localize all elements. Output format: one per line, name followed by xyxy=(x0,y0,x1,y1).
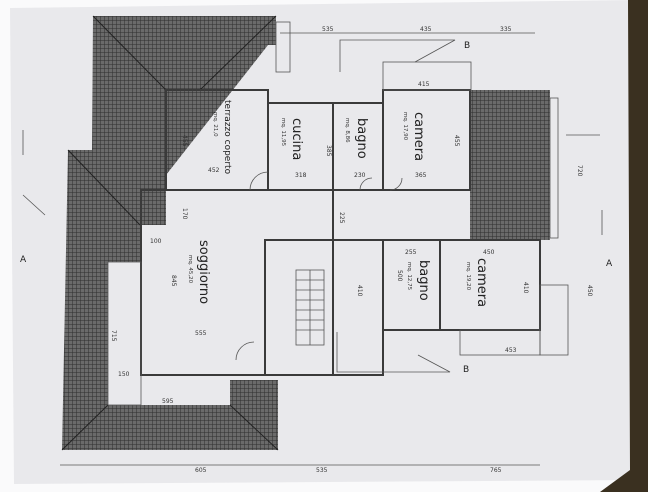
dim-label: 230 xyxy=(354,172,366,179)
inner-dimensions: 455 452 318 385 230 365 455 415 170 100 … xyxy=(110,81,529,405)
section-label-a-right: A xyxy=(606,259,613,269)
dim-label: 150 xyxy=(118,371,130,378)
section-label-b-bottom: B xyxy=(463,365,469,375)
room-name-camera-2: camera xyxy=(474,258,489,307)
dim-label: 453 xyxy=(505,347,517,354)
section-label-b-top: B xyxy=(464,41,470,51)
section-label-a-left: A xyxy=(20,255,27,265)
dim-label: 410 xyxy=(522,282,529,294)
dim-label: 595 xyxy=(162,398,174,405)
room-area-cucina: mq. 11,95 xyxy=(280,118,286,147)
room-area-camera-1: mq. 17,90 xyxy=(402,112,408,141)
room-area-bagno-2: mq. 12,75 xyxy=(406,262,412,291)
room-area-soggiorno: mq. 45,20 xyxy=(187,255,193,284)
dim-label: 845 xyxy=(170,275,177,287)
dim-label: 170 xyxy=(181,208,188,220)
dim-bottom-2: 535 xyxy=(316,467,328,474)
dim-label: 452 xyxy=(208,167,220,174)
dim-top-1: 535 xyxy=(322,26,334,33)
staircase xyxy=(295,269,325,346)
room-name-soggiorno: soggiorno xyxy=(196,240,211,304)
dim-label: 455 xyxy=(181,135,188,147)
dim-label: 225 xyxy=(338,212,345,224)
room-name-camera-1: camera xyxy=(411,112,426,161)
dim-right-2: 450 xyxy=(586,285,593,297)
dim-top-3: 335 xyxy=(500,26,512,33)
roof-hatched-areas xyxy=(61,15,550,451)
section-markers xyxy=(22,39,603,373)
room-name-terrazzo: terrazzo coperto xyxy=(222,100,232,175)
dim-right-1: 720 xyxy=(576,165,583,177)
table-edge xyxy=(600,0,648,492)
room-name-cucina: cucina xyxy=(289,118,304,160)
dim-label: 410 xyxy=(356,285,363,297)
dim-label: 318 xyxy=(295,172,307,179)
dim-label: 100 xyxy=(150,238,162,245)
dim-label: 500 xyxy=(396,270,403,282)
dim-label: 450 xyxy=(483,249,495,256)
dim-top-2: 435 xyxy=(420,26,432,33)
walls xyxy=(107,21,569,406)
dim-label: 255 xyxy=(405,249,417,256)
room-name-bagno-2: bagno xyxy=(416,260,431,301)
dim-bottom-3: 765 xyxy=(490,467,502,474)
dim-label: 415 xyxy=(418,81,430,88)
dim-label: 715 xyxy=(110,330,117,342)
dim-label: 555 xyxy=(195,330,207,337)
room-area-camera-2: mq. 19,20 xyxy=(465,262,471,291)
dim-label: 385 xyxy=(325,145,332,157)
dim-bottom-1: 605 xyxy=(195,467,207,474)
room-area-terrazzo: mq. 21,0 xyxy=(212,112,218,137)
dim-label: 455 xyxy=(453,135,460,147)
room-name-bagno-1: bagno xyxy=(354,118,369,159)
dim-label: 365 xyxy=(415,172,427,179)
room-labels: terrazzo coperto mq. 21,0 cucina mq. 11,… xyxy=(187,100,489,307)
room-area-bagno-1: mq. 8,86 xyxy=(344,118,350,143)
